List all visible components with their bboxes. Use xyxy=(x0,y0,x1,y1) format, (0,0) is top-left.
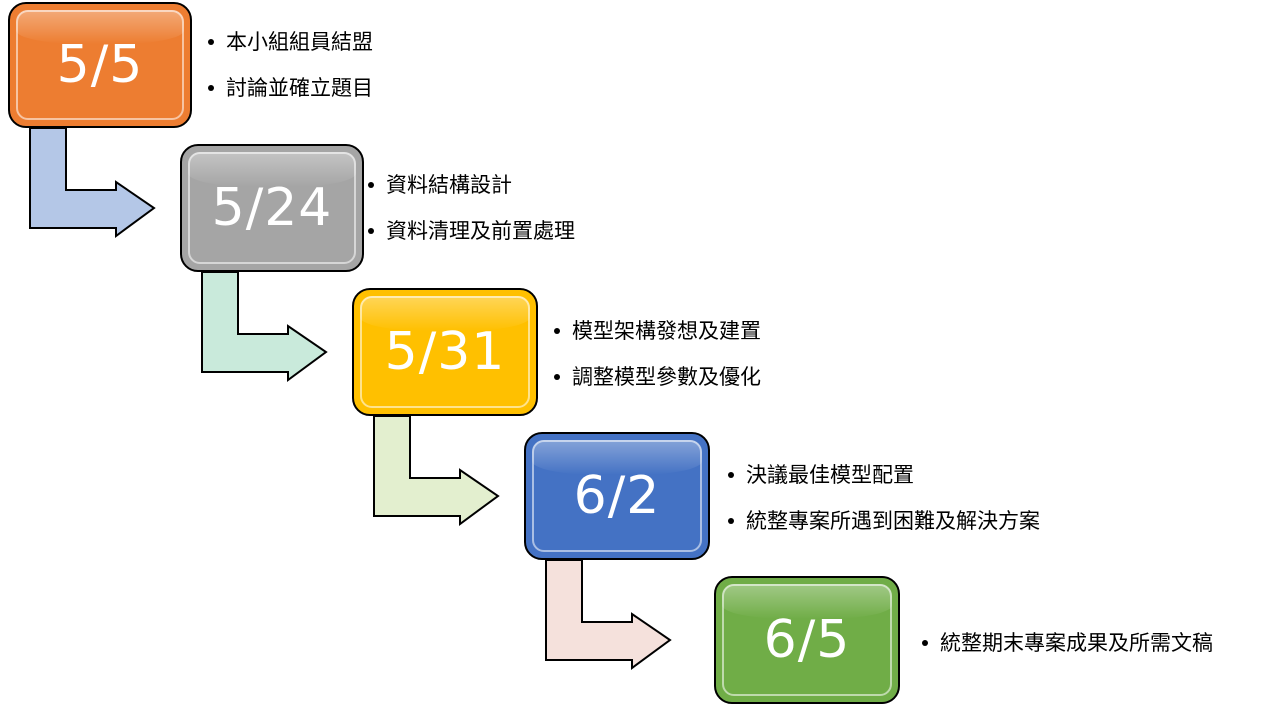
step-item: 資料清理及前置處理 xyxy=(366,208,575,254)
step-item: 統整期末專案成果及所需文稿 xyxy=(920,620,1213,666)
connector-arrow-1 xyxy=(29,127,156,238)
step-box-5: 6/5 xyxy=(714,576,900,704)
step-item: 資料結構設計 xyxy=(366,162,575,208)
step-box-3: 5/31 xyxy=(352,288,538,416)
step-date-1: 5/5 xyxy=(56,35,144,95)
step-date-2: 5/24 xyxy=(211,178,333,238)
connector-arrow-2 xyxy=(201,271,328,382)
connector-arrow-3 xyxy=(373,415,500,526)
step-box-2: 5/24 xyxy=(180,144,364,272)
step-items-4: 決議最佳模型配置 統整專案所遇到困難及解決方案 xyxy=(726,452,1040,544)
step-items-2: 資料結構設計 資料清理及前置處理 xyxy=(366,162,575,254)
step-items-1: 本小組組員結盟 討論並確立題目 xyxy=(206,19,373,111)
step-date-5: 6/5 xyxy=(763,610,851,670)
step-items-5: 統整期末專案成果及所需文稿 xyxy=(920,620,1213,666)
step-item: 決議最佳模型配置 xyxy=(726,452,1040,498)
step-item: 模型架構發想及建置 xyxy=(552,308,761,354)
step-box-1: 5/5 xyxy=(8,2,192,128)
step-date-3: 5/31 xyxy=(384,322,506,382)
step-item: 調整模型參數及優化 xyxy=(552,354,761,400)
connector-arrow-4 xyxy=(545,559,672,670)
step-item: 討論並確立題目 xyxy=(206,65,373,111)
step-date-4: 6/2 xyxy=(573,466,661,526)
step-items-3: 模型架構發想及建置 調整模型參數及優化 xyxy=(552,308,761,400)
step-item: 本小組組員結盟 xyxy=(206,19,373,65)
step-item: 統整專案所遇到困難及解決方案 xyxy=(726,498,1040,544)
step-box-4: 6/2 xyxy=(524,432,710,560)
